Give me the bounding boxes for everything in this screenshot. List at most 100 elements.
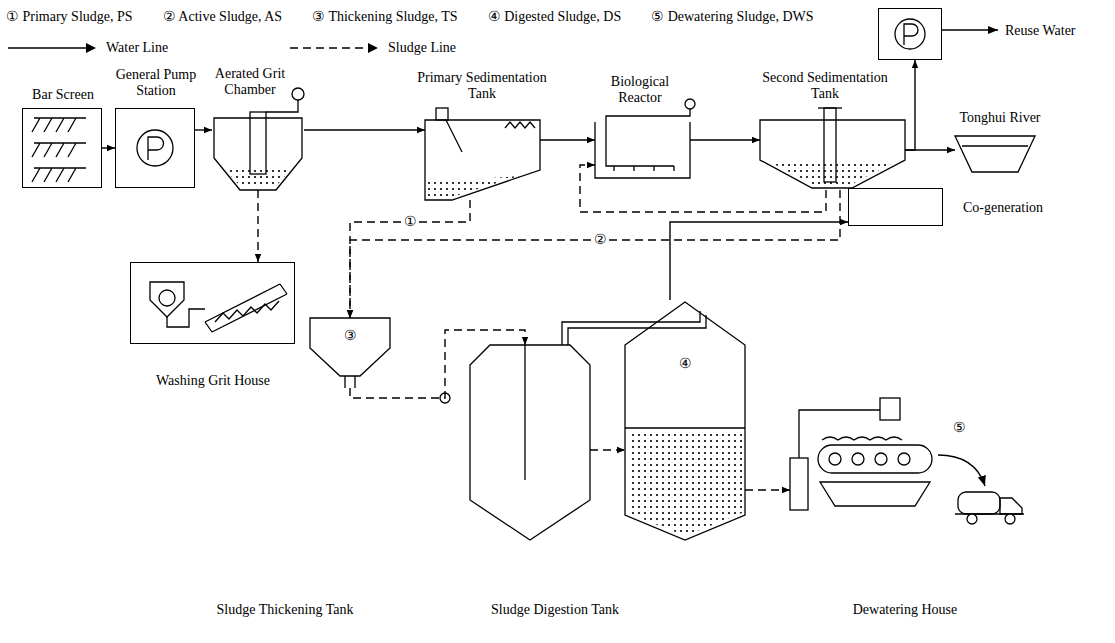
belt-press-symbol bbox=[938, 455, 985, 486]
belt-press-symbol bbox=[852, 453, 864, 465]
belt-press-symbol bbox=[799, 410, 880, 458]
primary-tank-shape bbox=[436, 108, 448, 120]
pump-symbol bbox=[137, 130, 173, 166]
legend-text: Water Line bbox=[106, 40, 168, 56]
grit-washer-symbol bbox=[205, 284, 287, 332]
second-tank-shape bbox=[760, 120, 905, 188]
sludge-truck-symbol bbox=[967, 514, 977, 524]
bar-screen-symbol bbox=[32, 168, 86, 182]
second-tank: Second Sedimentation Tank bbox=[760, 108, 905, 190]
digestion-tank-shape bbox=[470, 345, 590, 540]
belt-press-symbol bbox=[875, 453, 887, 465]
grit-chamber-shape bbox=[266, 100, 298, 112]
node-label: Reuse Water bbox=[1005, 23, 1110, 39]
digestion-tank: Sludge Digestion Tank bbox=[470, 345, 590, 540]
reactor-tank: Biological Reactor bbox=[595, 118, 690, 178]
grit-chamber-shape bbox=[250, 112, 266, 174]
belt-press-symbol bbox=[818, 445, 932, 473]
node-label: Bar Screen bbox=[18, 87, 108, 103]
digester-tank: ④ bbox=[625, 300, 745, 540]
sludge-line bbox=[257, 190, 258, 262]
bar-screen-symbol bbox=[32, 118, 86, 132]
digestion-tank-shape bbox=[562, 311, 706, 345]
dewatering-press: Dewatering House bbox=[790, 425, 940, 510]
legend-text: ④ Digested Sludge, DS bbox=[488, 8, 622, 25]
legend-entry: ④ Digested Sludge, DS bbox=[488, 8, 622, 25]
node-label: Tonghui River bbox=[945, 110, 1055, 126]
node-label: General Pump Station bbox=[106, 67, 206, 99]
second-tank-shape bbox=[818, 107, 842, 108]
reuse-pump-symbol bbox=[904, 24, 918, 45]
primary-tank: Primary Sedimentation Tank bbox=[425, 108, 540, 200]
primary-tank-shape bbox=[428, 176, 520, 197]
second-tank-shape bbox=[760, 108, 905, 188]
node-label: Second Sedimentation Tank bbox=[750, 70, 900, 102]
water-line bbox=[905, 60, 915, 150]
bar-screen-symbol bbox=[32, 118, 86, 182]
sludge-truck-symbol bbox=[955, 492, 1024, 524]
digester-shape bbox=[628, 430, 742, 536]
legend-text: Sludge Line bbox=[388, 40, 456, 56]
node-label: Aerated Grit Chamber bbox=[208, 66, 292, 98]
grit-washer-symbol bbox=[150, 282, 184, 317]
node-label: Sludge Digestion Tank bbox=[465, 602, 645, 618]
thickening-tank-shape bbox=[345, 376, 355, 388]
water-line bbox=[905, 149, 955, 150]
reactor-shape bbox=[595, 99, 695, 178]
reuse-pump-symbol bbox=[895, 19, 925, 49]
cogeneration-box: Co-generation bbox=[848, 188, 943, 226]
reuse-pump-symbol bbox=[942, 29, 998, 30]
water-line bbox=[102, 147, 115, 148]
reactor-shape bbox=[595, 122, 690, 178]
pump-station-box: General Pump Station bbox=[115, 108, 195, 188]
legend-entry: ③ Thickening Sludge, TS bbox=[312, 8, 457, 25]
grit-chamber-shape bbox=[292, 88, 304, 100]
legend-text: ② Active Sludge, AS bbox=[163, 8, 283, 25]
legend-line-sample bbox=[6, 41, 98, 55]
sludge-line bbox=[350, 200, 470, 318]
sludge-line bbox=[590, 449, 625, 450]
primary-tank-shape bbox=[425, 120, 540, 200]
callout-number: ⑤ bbox=[952, 420, 967, 435]
water-line bbox=[195, 129, 212, 130]
legend-text: ⑤ Dewatering Sludge, DWS bbox=[651, 8, 813, 25]
primary-tank-shape bbox=[446, 120, 462, 152]
reuse-pump-symbol bbox=[895, 19, 998, 49]
node-label: Biological Reactor bbox=[600, 74, 680, 106]
callout-number: ④ bbox=[670, 356, 700, 372]
grit-chamber: Aerated Grit Chamber bbox=[212, 108, 304, 190]
callout-number: ③ bbox=[335, 328, 365, 344]
legend-arrowhead bbox=[368, 43, 378, 53]
sludge-truck-symbol bbox=[958, 492, 1000, 514]
legend-line bbox=[290, 47, 376, 48]
second-tank-shape bbox=[824, 108, 836, 182]
node-label: Sludge Thickening Tank bbox=[195, 602, 375, 618]
reuse-pump-box: Reuse Water bbox=[878, 8, 942, 60]
reactor-shape bbox=[614, 166, 674, 171]
digester-shape bbox=[625, 302, 745, 540]
thickening-tank-shape bbox=[310, 318, 390, 376]
digester-shape bbox=[625, 302, 745, 540]
water-line bbox=[690, 139, 760, 140]
grit-washer-symbol bbox=[215, 301, 279, 322]
belt-press-symbol bbox=[822, 437, 902, 440]
legend-entry: ② Active Sludge, AS bbox=[163, 8, 283, 25]
sludge-line bbox=[580, 165, 826, 212]
sludge-truck-symbol bbox=[1000, 498, 1022, 514]
callout-number: ② bbox=[592, 232, 609, 247]
belt-press-symbol bbox=[790, 458, 808, 510]
legend-entry: ① Primary Sludge, PS bbox=[6, 8, 133, 25]
pump-symbol bbox=[148, 137, 164, 160]
water-line bbox=[540, 139, 595, 140]
screen-box: Bar Screen bbox=[22, 108, 102, 188]
legend-entry: Water Line bbox=[6, 40, 168, 56]
node-label: Primary Sedimentation Tank bbox=[407, 70, 557, 102]
legend-line bbox=[8, 47, 94, 48]
grit-house-box: Washing Grit House bbox=[130, 262, 295, 344]
grit-washer-symbol bbox=[159, 290, 175, 306]
grit-chamber-shape bbox=[214, 88, 304, 190]
belt-press-symbol bbox=[820, 482, 930, 506]
water-line bbox=[670, 222, 848, 300]
sludge-line bbox=[745, 489, 790, 490]
